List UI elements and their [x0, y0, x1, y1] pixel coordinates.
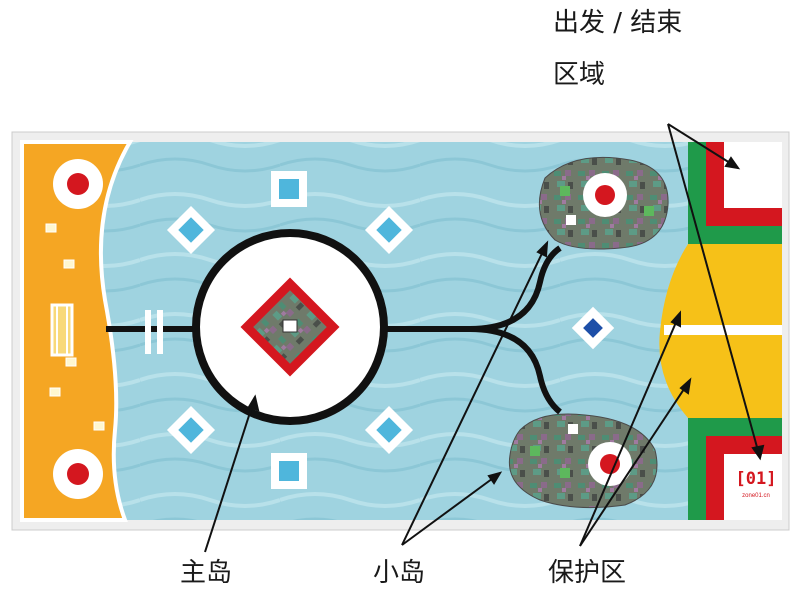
shore-marker	[45, 223, 57, 233]
target-top-left	[53, 159, 103, 209]
diamond-marker	[166, 205, 216, 255]
start-end-area-top	[688, 142, 782, 244]
corner-tag-sub: zone01.cn	[742, 493, 770, 499]
callout-small-island: 小岛	[373, 558, 426, 588]
small-island-top	[538, 156, 669, 250]
callout-protect-zone: 保护区	[548, 558, 627, 588]
square-marker-top	[271, 171, 307, 207]
path-branch-up	[469, 245, 562, 332]
diamond-marker	[364, 405, 414, 455]
square-marker-bottom	[271, 453, 307, 489]
callout-start-end-line2: 区域	[553, 60, 606, 90]
diamond-marker	[166, 405, 216, 455]
callout-main-island: 主岛	[180, 558, 233, 588]
corner-tag: [01]	[736, 469, 777, 489]
gate-bar	[157, 310, 163, 354]
shore-marker	[63, 259, 75, 269]
callout-start-end-line1: 出发 / 结束	[553, 8, 683, 38]
target-bottom-left	[53, 449, 103, 499]
shore-marker	[93, 421, 105, 431]
shore-marker	[49, 387, 61, 397]
ladder	[50, 303, 74, 357]
protect-zone	[659, 244, 782, 418]
diamond-marker	[364, 205, 414, 255]
start-end-area-bottom	[688, 418, 782, 520]
callout-arrows	[204, 123, 765, 553]
path-branch-down	[469, 326, 562, 415]
gate-bar	[145, 310, 151, 354]
shore-marker	[65, 357, 77, 367]
